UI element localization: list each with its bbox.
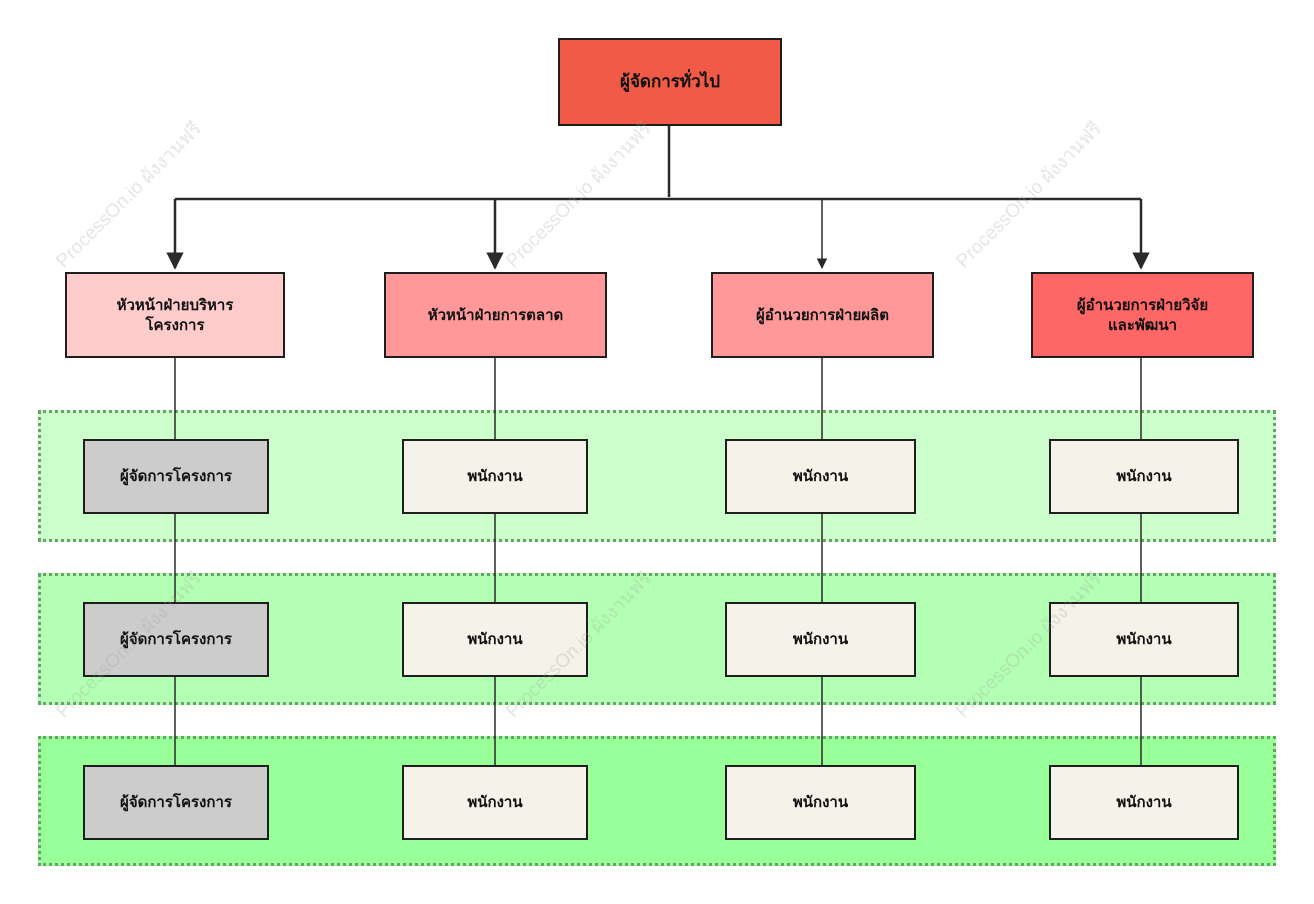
head-node-line2: และพัฒนา [1107, 316, 1178, 334]
head-node-line1: ผู้อำนวยการฝ่ายวิจัย [1076, 295, 1209, 314]
node-label: พนักงาน [1116, 630, 1172, 649]
staff-node[interactable]: พนักงาน [725, 602, 916, 677]
head-node-line2: โครงการ [145, 316, 205, 334]
node-label: ผู้จัดการโครงการ [120, 793, 232, 812]
head-node-line1: หัวหน้าฝ่ายบริหาร [116, 295, 234, 314]
root-node-general-manager[interactable]: ผู้จัดการทั่วไป [558, 38, 782, 126]
node-label: พนักงาน [467, 630, 523, 649]
head-node-line1: ผู้อำนวยการฝ่ายผลิต [756, 305, 889, 324]
staff-node[interactable]: พนักงาน [725, 765, 916, 840]
project-manager-node[interactable]: ผู้จัดการโครงการ [83, 439, 269, 514]
node-label: พนักงาน [792, 630, 849, 649]
head-node-text: หัวหน้าฝ่ายบริหาร โครงการ [117, 295, 234, 336]
root-node-label: ผู้จัดการทั่วไป [619, 71, 721, 92]
node-label: พนักงาน [1116, 467, 1172, 486]
node-label: ผู้จัดการโครงการ [120, 630, 232, 649]
project-manager-node[interactable]: ผู้จัดการโครงการ [83, 602, 269, 677]
head-node-text: หัวหน้าฝ่ายการตลาด [428, 305, 564, 325]
staff-node[interactable]: พนักงาน [1049, 602, 1239, 677]
staff-node[interactable]: พนักงาน [402, 602, 588, 677]
head-node-production[interactable]: ผู้อำนวยการฝ่ายผลิต [711, 272, 934, 358]
staff-node[interactable]: พนักงาน [1049, 765, 1239, 840]
project-manager-node[interactable]: ผู้จัดการโครงการ [83, 765, 269, 840]
head-node-text: ผู้อำนวยการฝ่ายผลิต [756, 305, 889, 325]
staff-node[interactable]: พนักงาน [1049, 439, 1239, 514]
head-node-text: ผู้อำนวยการฝ่ายวิจัย และพัฒนา [1077, 295, 1208, 336]
node-label: ผู้จัดการโครงการ [120, 467, 232, 486]
node-label: พนักงาน [1116, 793, 1172, 812]
node-label: พนักงาน [467, 467, 523, 486]
head-node-research[interactable]: ผู้อำนวยการฝ่ายวิจัย และพัฒนา [1031, 272, 1254, 358]
staff-node[interactable]: พนักงาน [725, 439, 916, 514]
head-node-marketing[interactable]: หัวหน้าฝ่ายการตลาด [384, 272, 607, 358]
node-label: พนักงาน [792, 793, 849, 812]
node-label: พนักงาน [467, 793, 523, 812]
head-node-line1: หัวหน้าฝ่ายการตลาด [427, 305, 564, 324]
staff-node[interactable]: พนักงาน [402, 439, 588, 514]
head-node-project-admin[interactable]: หัวหน้าฝ่ายบริหาร โครงการ [65, 272, 285, 358]
node-label: พนักงาน [792, 467, 849, 486]
staff-node[interactable]: พนักงาน [402, 765, 588, 840]
